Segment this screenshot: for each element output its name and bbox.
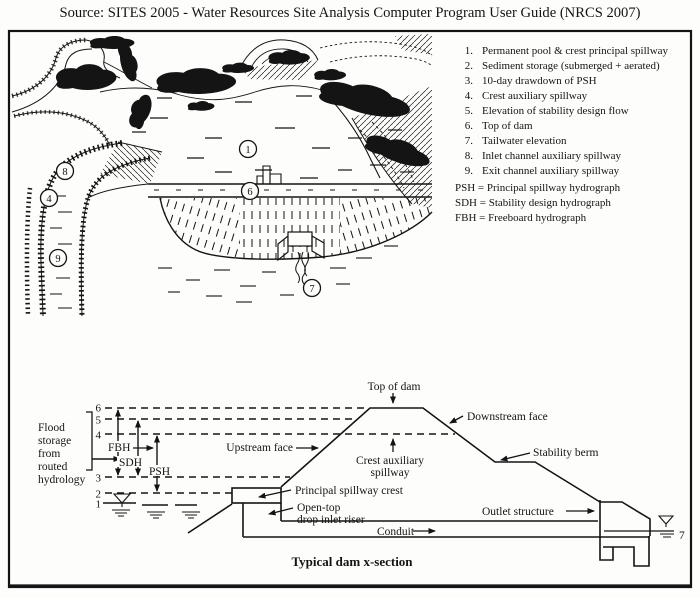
pool-water-line [103,493,200,519]
cross-section-caption: Typical dam x-section [291,554,413,569]
auxiliary-spillway-channel [24,140,163,317]
tailwater-number: 7 [679,530,685,542]
psh-label: PSH [149,466,170,478]
level-3: 3 [96,473,102,485]
outlet-structure [599,500,675,567]
svg-text:hydrology: hydrology [38,474,86,486]
svg-text:storage: storage [38,435,71,447]
embankment-outline [187,407,601,534]
illustration-callouts: 1 6 8 4 9 7 [39,139,322,298]
svg-text:Flood: Flood [38,422,65,434]
callout-exit-channel: 9 [48,248,68,268]
fbh-label: FBH [108,442,130,454]
svg-text:1: 1 [245,145,250,156]
elevation-lines [105,407,455,494]
dam-crest [87,183,432,199]
callout-inlet-channel: 8 [55,161,75,181]
legend-item-number: 7. [465,135,474,147]
svg-text:from: from [38,448,60,460]
abbrev-fbh: FBH = Freeboard hydrograph [455,212,587,224]
legend-item-number: 6. [465,120,474,132]
flood-storage-bracket [86,411,93,471]
legend-item-text: Elevation of stability design flow [482,105,629,117]
svg-text:4: 4 [46,194,52,205]
legend-items: 1. Permanent pool & crest principal spill… [465,45,669,177]
callout-crest-aux: 4 [39,188,59,208]
cross-section-labels: Top of dam Downstream face Stability ber… [226,381,598,569]
stability-berm-label: Stability berm [533,447,599,459]
flood-storage-block: Flood storage from routed hydrology [38,411,121,486]
legend-item-number: 9. [465,165,474,177]
level-4: 4 [96,430,102,442]
legend-item-text: 10-day drawdown of PSH [482,75,597,87]
crest-aux-label-1: Crest auxiliary [356,455,424,467]
legend-item-text: Sediment storage (submerged + aerated) [482,60,660,72]
valley-floor-marks [158,171,414,303]
dam-profile-line [280,407,601,503]
legend-item-text: Exit channel auxiliary spillway [482,165,620,177]
svg-text:8: 8 [62,167,67,178]
open-top-label-2: drop inlet riser [297,514,365,526]
svg-text:routed: routed [38,461,68,473]
open-top-label-1: Open-top [297,502,341,514]
legend-item-text: Crest auxiliary spillway [482,90,588,102]
crest-aux-label-2: spillway [371,467,410,479]
figure-border [7,29,693,589]
svg-text:7: 7 [309,284,314,295]
callout-tailwater: 7 [302,278,322,298]
legend-item-number: 5. [465,105,474,117]
level-1: 1 [96,499,102,511]
svg-text:9: 9 [55,254,60,265]
riser-crest-box [231,487,282,504]
svg-text:6: 6 [247,187,252,198]
source-citation: Source: SITES 2005 - Water Resources Sit… [59,5,640,21]
callout-pool: 1 [238,139,258,159]
elevation-numbers: 6 5 4 3 2 1 [96,403,102,511]
upstream-hills-contours [239,34,433,80]
legend-abbreviations: PSH = Principal spillway hydrograph SDH … [455,182,621,224]
level-5: 5 [96,415,102,427]
legend-item-text: Tailwater elevation [482,135,567,147]
legend-item-text: Top of dam [482,120,533,132]
legend-item-number: 2. [465,60,474,72]
level-6: 6 [96,403,102,415]
sdh-label: SDH [119,457,142,469]
legend: 1. Permanent pool & crest principal spill… [455,45,669,224]
leader-arrows [258,393,595,534]
principal-spillway [231,487,650,538]
legend-item-number: 3. [465,75,474,87]
callout-top-of-dam: 6 [240,181,260,201]
level-2: 2 [96,489,102,501]
hydrograph-arrows: FBH SDH PSH [106,409,174,492]
outlet-structure-illustration [277,231,325,285]
legend-item-number: 1. [465,45,474,57]
upstream-toe-line [187,503,233,534]
outlet-structure-label: Outlet structure [482,506,554,518]
top-of-dam-label: Top of dam [368,381,421,393]
downstream-face-label: Downstream face [467,411,548,423]
abbrev-sdh: SDH = Stability design hydrograph [455,197,611,209]
dam-cross-section: 6 5 4 3 2 1 [38,381,685,569]
downstream-face-fan [159,197,433,260]
drop-inlet-tower [254,165,284,185]
legend-item-text: Inlet channel auxiliary spillway [482,150,621,162]
principal-crest-label: Principal spillway crest [295,485,404,497]
abbrev-psh: PSH = Principal spillway hydrograph [455,182,621,194]
legend-item-text: Permanent pool & crest principal spillwa… [482,45,669,57]
legend-item-number: 4. [465,90,474,102]
tailwater-symbol [657,515,675,538]
reservoir-illustration: 1 6 8 4 9 7 [11,34,434,317]
conduit-label: Conduit [377,526,415,538]
legend-item-number: 8. [465,150,474,162]
upstream-face-label: Upstream face [226,442,293,454]
